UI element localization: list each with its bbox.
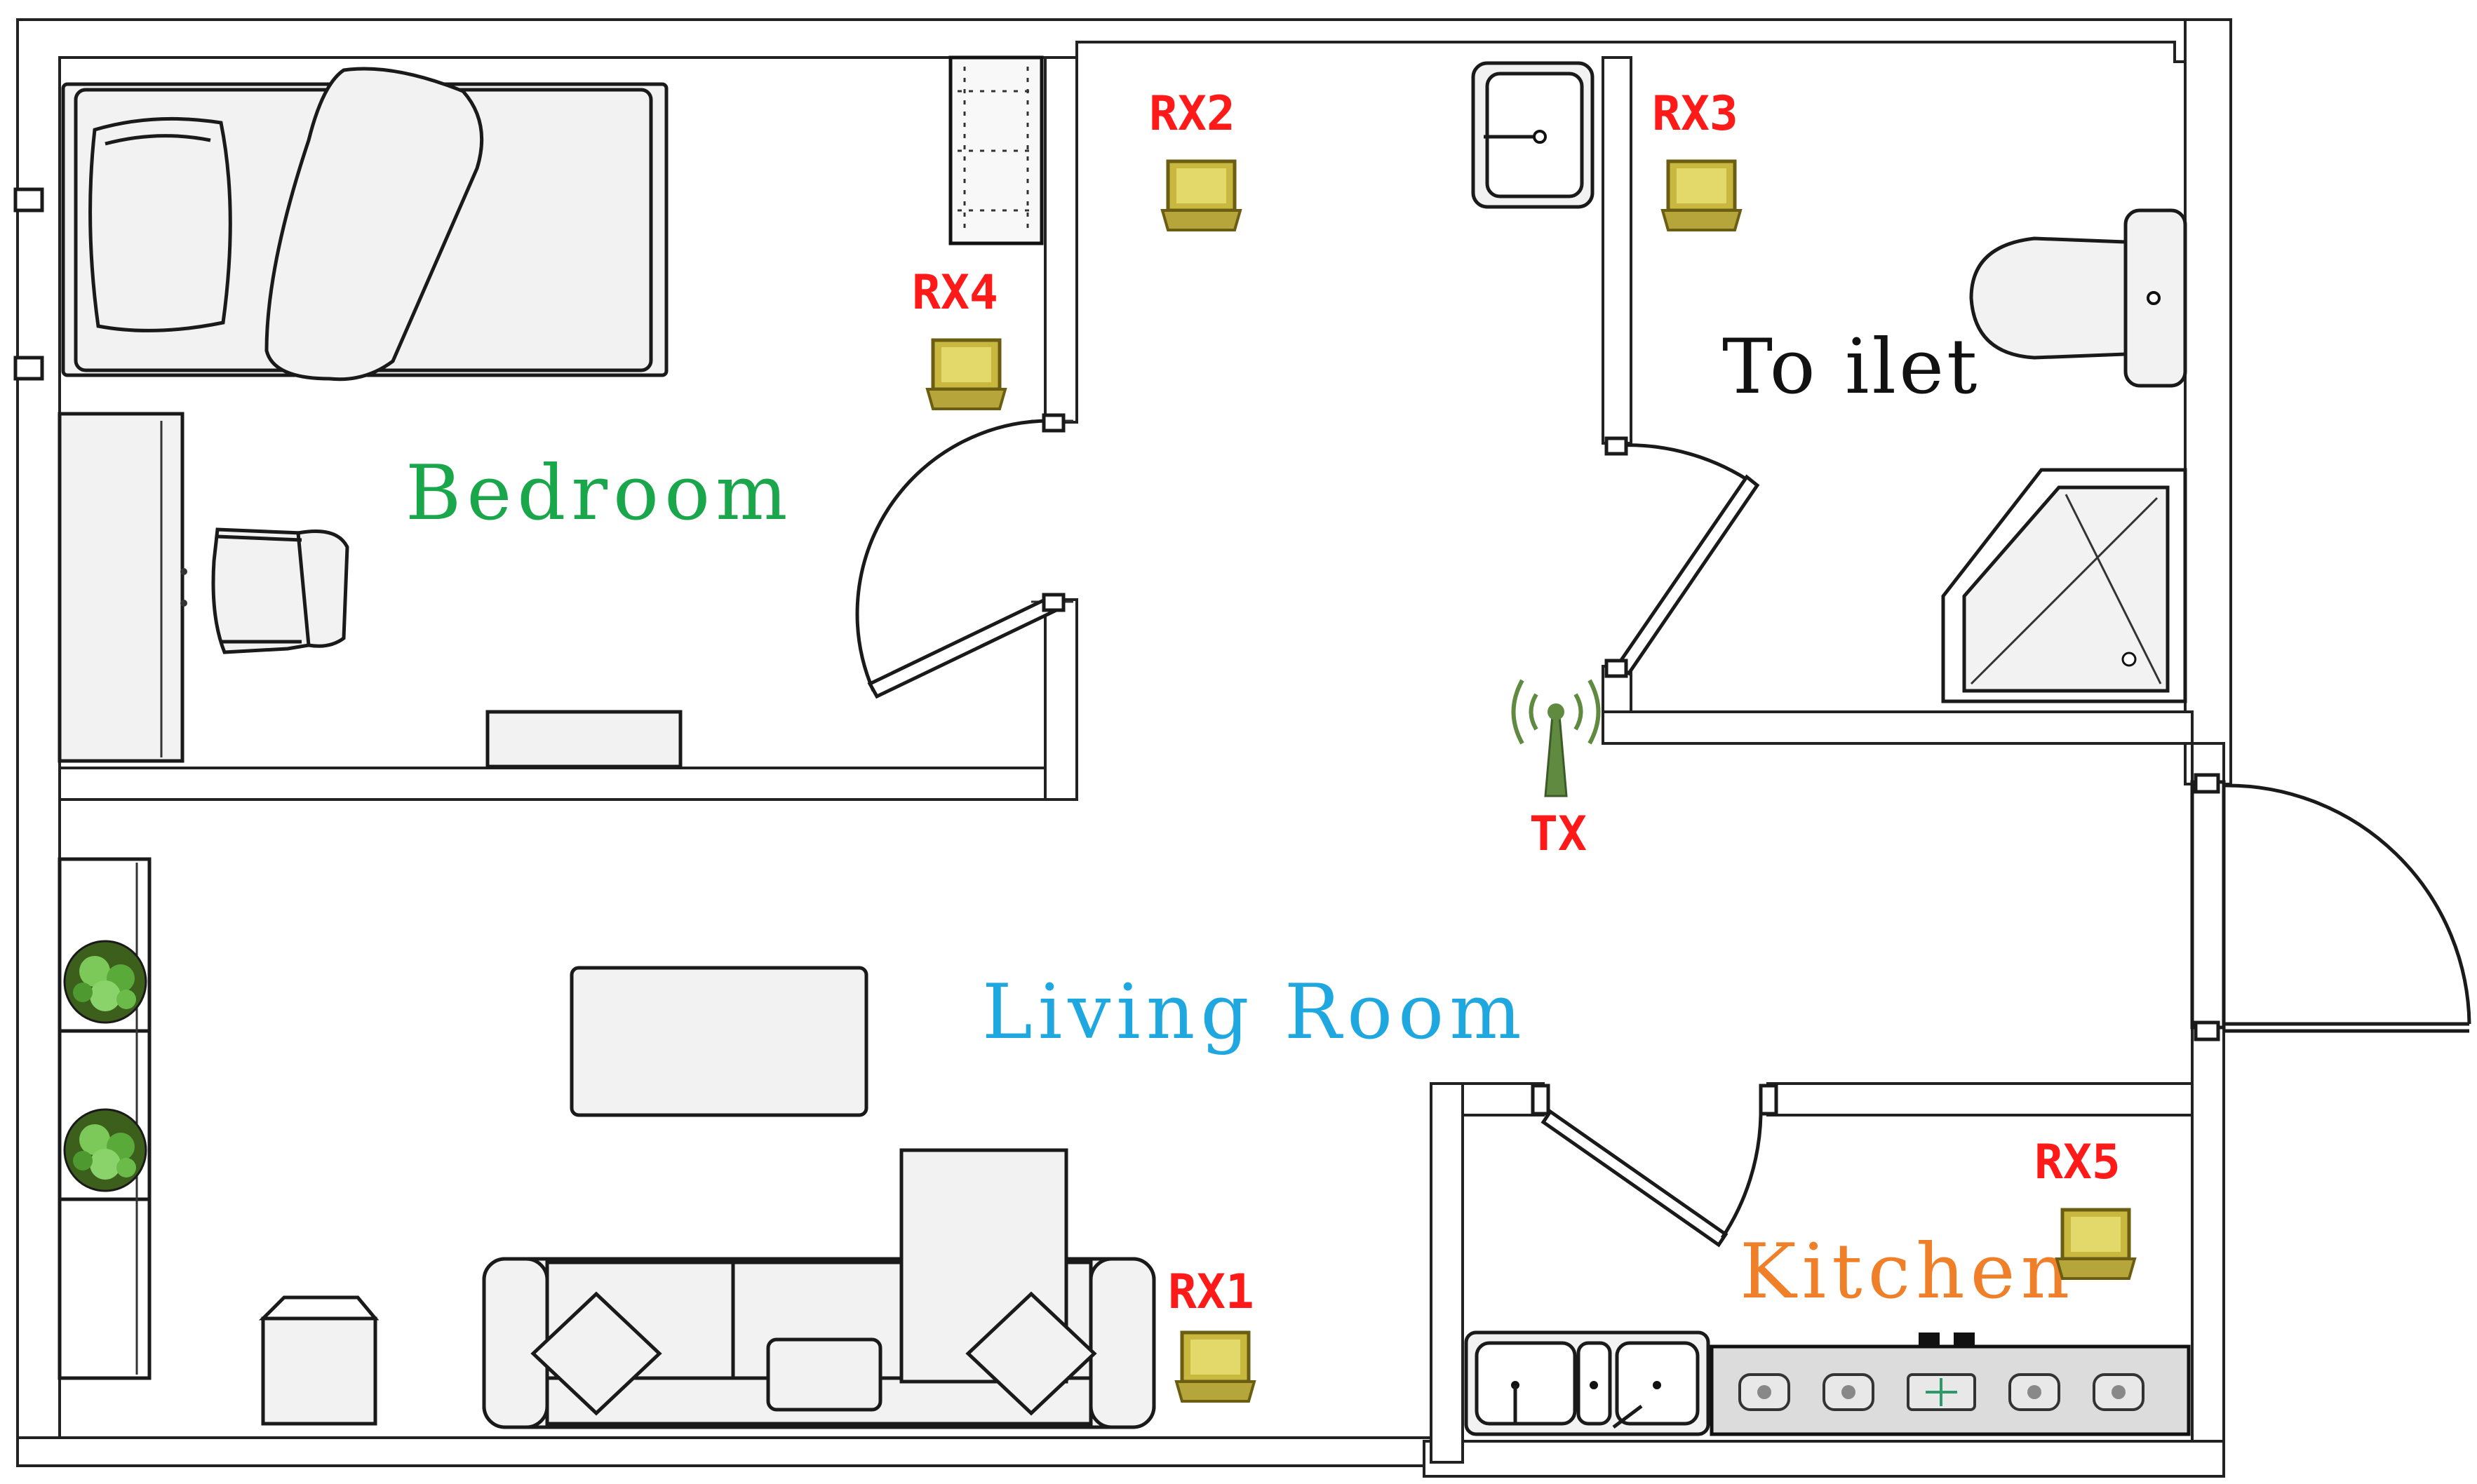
bedroom-walls <box>58 56 1078 801</box>
tx-label: TX <box>1529 807 1587 862</box>
side-table <box>258 1295 380 1426</box>
potted-plant-icon <box>63 940 147 1024</box>
rx3-label: RX3 <box>1652 86 1738 142</box>
receiver-rx4: RX4 <box>912 265 1007 410</box>
washbasin <box>1471 61 1595 209</box>
desk <box>58 412 187 763</box>
toilet-walls <box>1602 56 2225 787</box>
rx2-label: RX2 <box>1149 86 1235 142</box>
bedroom-label: Bedroom <box>405 450 793 537</box>
chair <box>211 527 349 654</box>
laptop-icon <box>1174 1330 1256 1403</box>
laptop-icon <box>2055 1208 2137 1280</box>
bed <box>13 67 669 382</box>
receiver-rx2: RX2 <box>1149 86 1242 231</box>
receiver-rx3: RX3 <box>1652 86 1743 231</box>
cooktop <box>1710 1333 2191 1436</box>
kitchen-walls <box>1430 1082 2194 1464</box>
kitchen-label: Kitchen <box>1740 1228 2075 1316</box>
toilet-door <box>1604 436 1760 678</box>
kitchen-sink <box>1464 1330 1710 1436</box>
rx1-label: RX1 <box>1168 1264 1254 1320</box>
living-room-label: Living Room <box>982 969 1527 1056</box>
bedroom-door <box>855 413 1066 699</box>
potted-plant-icon <box>63 1108 147 1192</box>
rx4-label: RX4 <box>912 265 998 321</box>
coffee-table <box>570 966 868 1117</box>
wardrobe <box>948 55 1044 245</box>
toilet-bowl <box>1969 208 2187 388</box>
laptop-icon <box>1660 159 1743 231</box>
receiver-rx1: RX1 <box>1168 1264 1256 1403</box>
kitchen-door <box>1531 1084 1778 1248</box>
transmitter-tx: TX <box>1511 679 1601 862</box>
shower <box>1941 468 2187 703</box>
receiver-rx5: RX5 <box>2034 1135 2137 1280</box>
sofa <box>482 1148 1156 1429</box>
entrance-door <box>2190 773 2471 1041</box>
nightstand <box>485 710 683 769</box>
toilet-label: To ilet <box>1722 323 1980 411</box>
rx5-label: RX5 <box>2034 1135 2121 1190</box>
laptop-icon <box>925 338 1007 410</box>
outer-walls <box>16 18 2232 1478</box>
antenna-tower-icon <box>1511 679 1601 797</box>
laptop-icon <box>1160 159 1242 231</box>
